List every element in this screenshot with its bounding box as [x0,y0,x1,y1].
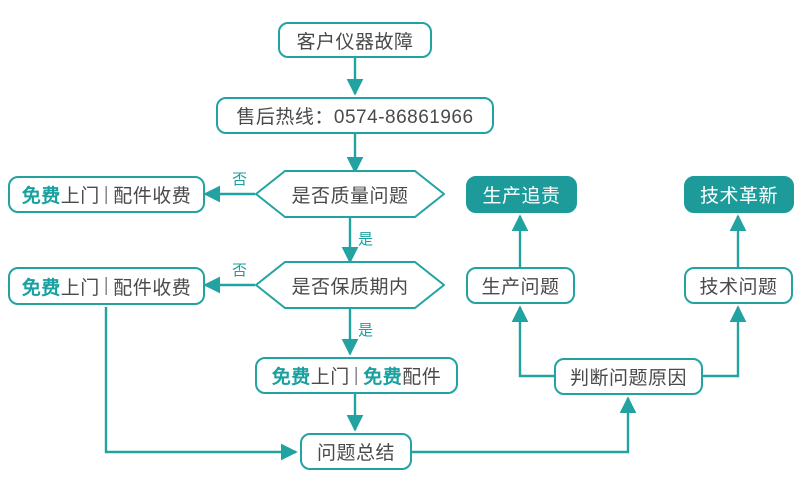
node-hotline-label: 售后热线：0574-86861966 [236,107,474,128]
node-judge-cause-label: 判断问题原因 [569,368,687,389]
separator-3: | [353,364,360,386]
edge-label-warranty-no-text: 否 [232,262,248,279]
edge-judge-to-technical [703,305,747,378]
node-judge-cause[interactable]: 判断问题原因 [554,358,703,395]
free-label-3a: 免费 [271,367,311,388]
separator-2: | [103,275,110,296]
edge-label-warranty-yes-text: 是 [358,322,374,339]
node-free-visit-paid-parts-1[interactable]: 免费上门|配件收费 [8,176,205,213]
node-decision-warranty[interactable]: 是否保质期内 [255,261,445,309]
parts-label-3: 配件 [402,367,442,388]
node-technical-problem-label: 技术问题 [699,277,778,298]
edge-label-warranty-no: 否 [232,263,247,278]
edge-leftbox2-to-summary [104,307,298,461]
separator-1: | [103,183,110,205]
node-decision-warranty-label: 是否保质期内 [291,276,409,298]
node-start[interactable]: 客户仪器故障 [278,22,432,58]
node-problem-summary[interactable]: 问题总结 [300,433,412,470]
hexagon-shape-quality [255,170,445,218]
edge-label-quality-yes: 是 [358,232,373,247]
edge-label-quality-yes-text: 是 [358,231,374,248]
visit-label-3: 上门 [310,367,350,388]
edge-label-quality-no: 否 [232,172,247,187]
node-production-accountability[interactable]: 生产追责 [466,176,577,213]
node-production-problem-label: 生产问题 [481,277,560,298]
free-label-3b: 免费 [363,367,403,388]
node-production-accountability-label: 生产追责 [482,186,561,207]
node-hotline[interactable]: 售后热线：0574-86861966 [216,97,494,134]
node-technical-problem[interactable]: 技术问题 [684,267,793,304]
visit-label-1: 上门 [60,186,100,207]
parts-label-2: 配件收费 [113,277,192,299]
node-free-visit-free-parts[interactable]: 免费上门|免费配件 [255,357,458,394]
edge-summary-to-judge [412,396,637,454]
parts-label-1: 配件收费 [113,186,192,207]
visit-label-2: 上门 [60,277,100,299]
node-start-label: 客户仪器故障 [296,31,414,53]
node-decision-quality[interactable]: 是否质量问题 [255,170,445,218]
edge-judge-to-production [511,305,554,378]
node-problem-summary-label: 问题总结 [316,443,395,464]
node-free-visit-paid-parts-2[interactable]: 免费上门|配件收费 [8,267,205,305]
node-technical-innovation[interactable]: 技术革新 [684,176,794,213]
node-production-problem[interactable]: 生产问题 [466,267,575,304]
node-decision-quality-label: 是否质量问题 [291,185,409,207]
node-technical-innovation-label: 技术革新 [699,186,778,207]
edge-label-warranty-yes: 是 [358,323,373,338]
free-label-2: 免费 [21,277,61,299]
hexagon-shape-warranty [255,261,445,309]
free-label-1: 免费 [21,186,61,207]
edge-label-quality-no-text: 否 [232,171,248,188]
